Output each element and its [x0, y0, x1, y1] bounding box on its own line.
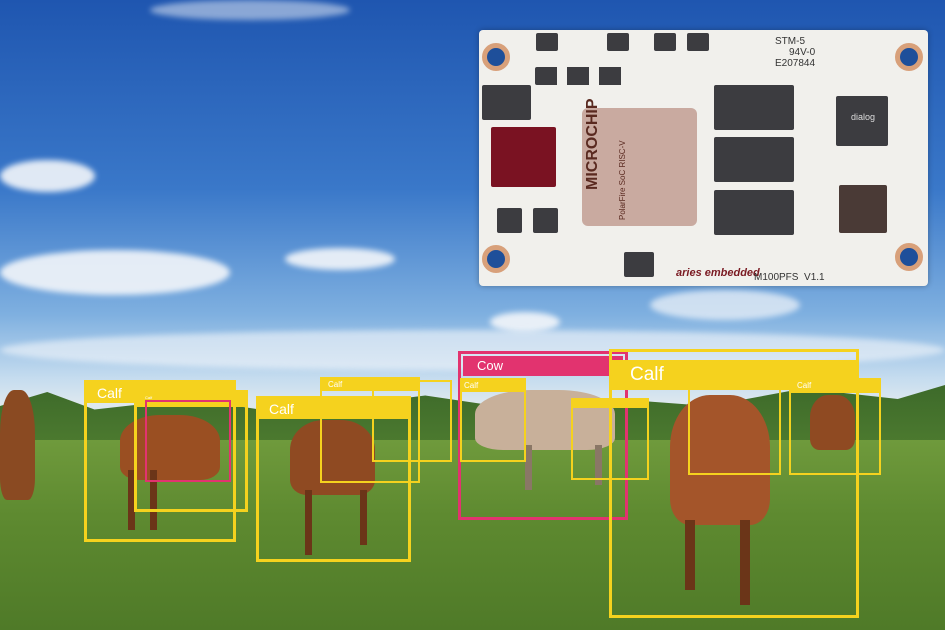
cloud	[490, 312, 560, 332]
detection-box-calf: Calf	[789, 378, 881, 475]
ul-marking-3: E207844	[775, 58, 816, 69]
ul-marking-1: STM-5	[775, 36, 805, 47]
chip-brand: MICROCHIP	[584, 98, 601, 190]
pmic-brand: dialog	[851, 112, 876, 122]
cow-shape	[810, 395, 855, 450]
detection-box-calf: Calf	[460, 378, 526, 462]
cloud	[0, 250, 230, 295]
cloud	[285, 248, 395, 270]
detection-box-cow: Cow	[458, 351, 628, 520]
detection-box	[688, 383, 781, 475]
cow-shape	[670, 395, 770, 525]
detection-box	[145, 400, 231, 482]
aries-logo: aries embedded	[676, 267, 760, 279]
detection-box-calf: Calf	[320, 377, 420, 483]
chip-line: PolarFire SoC RISC-V	[618, 140, 627, 220]
som-board-image: MICROCHIP PolarFire SoC RISC-V dialog ST…	[479, 30, 928, 286]
cloud	[150, 0, 350, 20]
detection-box	[372, 380, 452, 462]
cloud	[0, 160, 95, 192]
cloud	[650, 290, 800, 320]
board-model: M100PFS V1.1	[754, 272, 825, 283]
ul-marking-2: 94V-0	[789, 47, 816, 58]
detection-box-calf: Calf	[256, 396, 411, 562]
cow-shape	[0, 390, 35, 500]
